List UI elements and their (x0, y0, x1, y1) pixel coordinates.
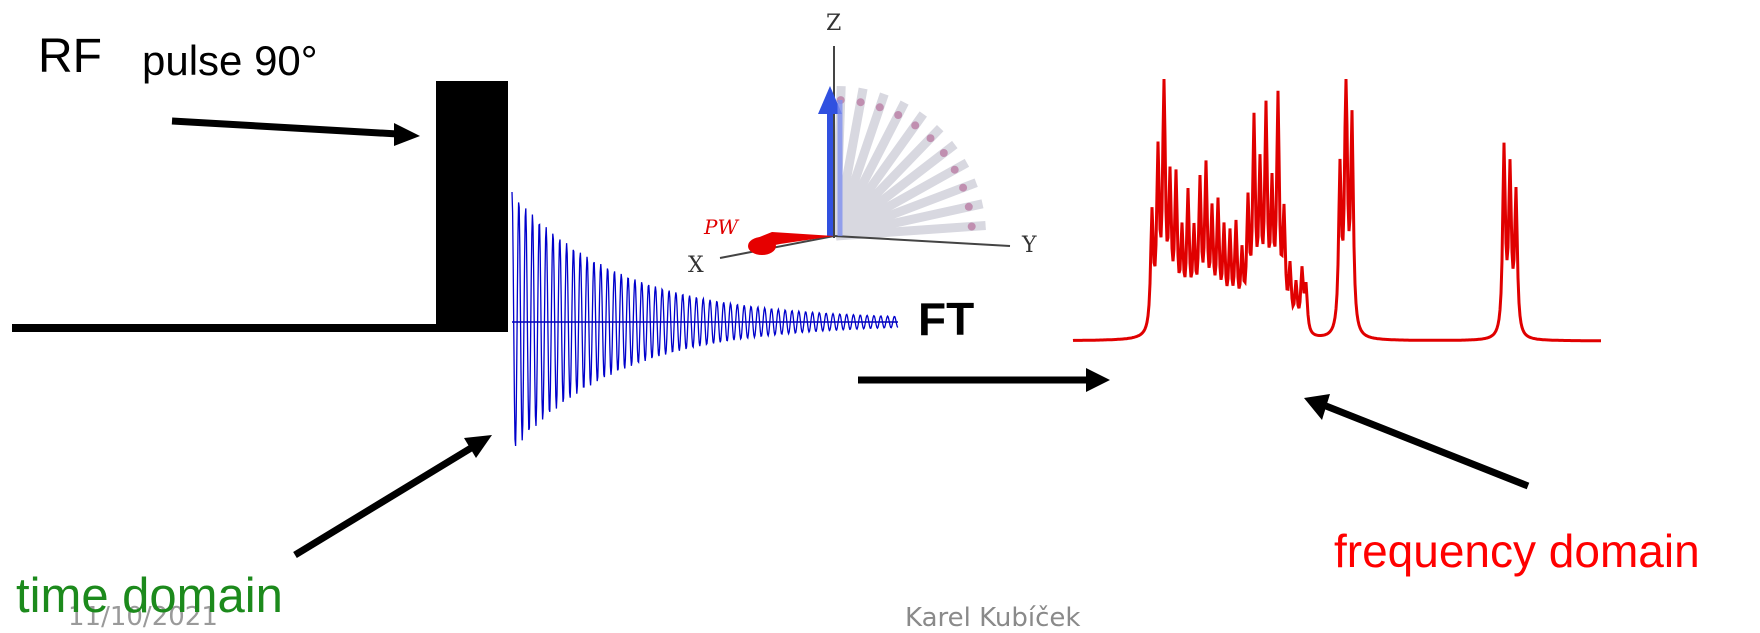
time-domain-arrow (293, 435, 492, 558)
pulse-width-label: PW (703, 215, 739, 239)
fan-ray-marker (950, 165, 959, 174)
x-axis (719, 235, 835, 259)
frequency-domain-arrow (1304, 394, 1530, 490)
magnetization-arrowhead (818, 86, 842, 114)
fan-ray (835, 221, 986, 241)
rf-label: RF (38, 30, 102, 83)
time-domain-label: time domain (16, 569, 283, 623)
fan-ray-marker (967, 222, 976, 231)
axis-z-label: Z (826, 11, 841, 36)
fan-ray-marker (856, 98, 865, 107)
y-axis (833, 235, 1011, 247)
rotation-fan (831, 85, 986, 241)
fan-ray-marker (939, 149, 948, 157)
footer-author: Karel Kubíček (905, 603, 1081, 633)
axis-x-label: X (688, 253, 704, 278)
fan-ray-marker (959, 183, 968, 192)
fan-ray-marker (964, 202, 973, 211)
ft-label: FT (918, 293, 975, 345)
fid-signal (511, 191, 899, 447)
ft-arrow (858, 368, 1110, 392)
rf-pulse-block (436, 81, 508, 330)
fan-ray-marker (926, 134, 935, 143)
pulse-arrow (171, 117, 420, 146)
fan-ray-marker (875, 103, 884, 112)
fan-ray-marker (911, 121, 920, 130)
axis-y-label: Y (1021, 233, 1037, 258)
magnetization-vector-diagram: Z X Y PW (688, 11, 1037, 278)
frequency-domain-label: frequency domain (1334, 525, 1700, 577)
pulse-label: pulse 90° (142, 37, 318, 84)
frequency-spectrum (1072, 78, 1601, 343)
pulse-vector-head (748, 237, 776, 255)
fan-ray-marker (894, 111, 903, 119)
